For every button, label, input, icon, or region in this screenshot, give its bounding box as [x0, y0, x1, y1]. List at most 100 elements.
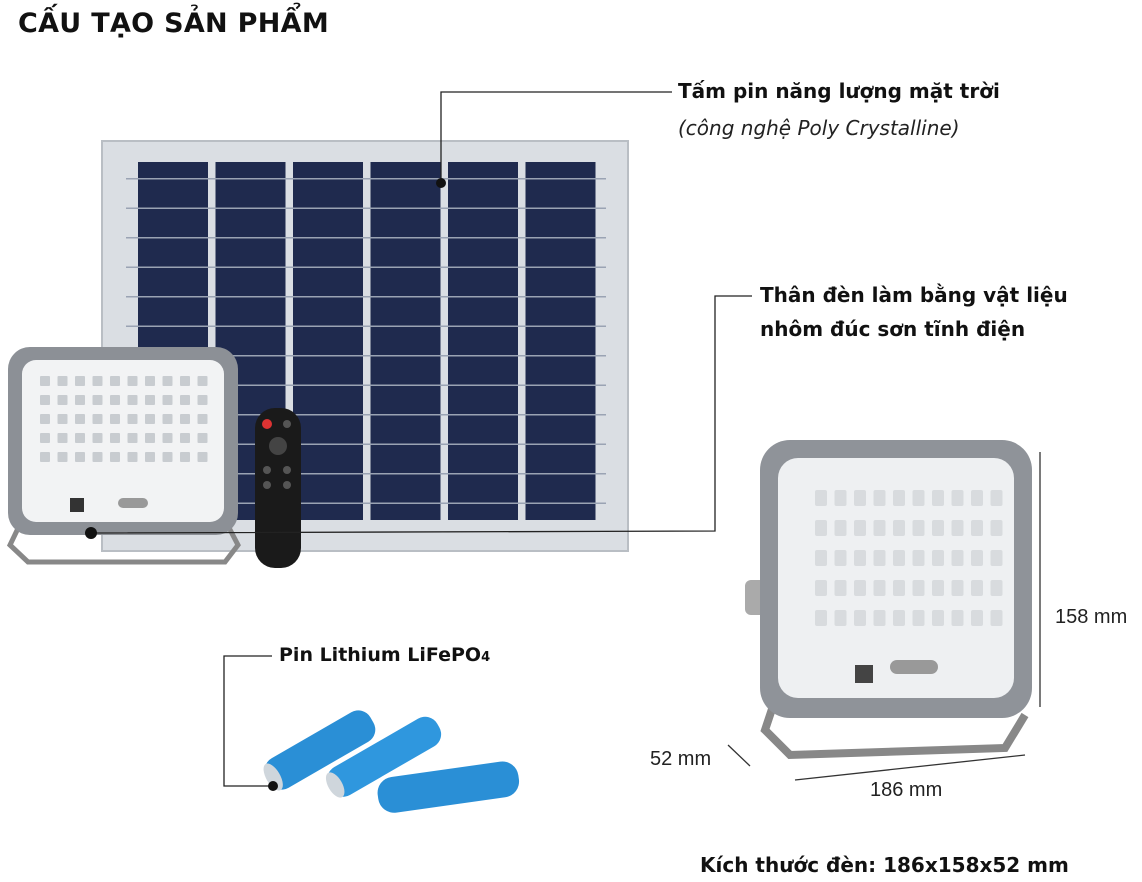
small-floodlight-image: [6, 347, 241, 565]
led: [197, 433, 208, 443]
panel-wire: [126, 296, 606, 298]
panel-wire: [126, 178, 606, 180]
led: [75, 395, 85, 405]
led: [893, 490, 905, 506]
led: [162, 376, 173, 386]
led: [127, 433, 138, 443]
led: [893, 520, 905, 536]
panel-wire: [126, 266, 606, 268]
body-label-line1: Thân đèn làm bằng vật liệu: [760, 283, 1068, 307]
led: [92, 452, 103, 462]
led: [110, 452, 120, 462]
led: [932, 490, 944, 506]
led: [110, 433, 120, 443]
led: [75, 433, 85, 443]
led: [180, 395, 190, 405]
led: [971, 520, 983, 536]
led: [92, 433, 103, 443]
remote-control-image: [255, 408, 301, 568]
led: [145, 376, 155, 386]
width-dimension: 186 mm: [870, 779, 943, 801]
callout-dot: [85, 527, 97, 539]
led: [145, 452, 155, 462]
led: [110, 414, 120, 424]
body-label-line2: nhôm đúc sơn tĩnh điện: [760, 317, 1026, 341]
solar-panel-sublabel: (công nghệ Poly Crystalline): [678, 116, 960, 140]
panel-wire: [126, 502, 606, 504]
led: [40, 376, 50, 386]
led: [951, 580, 964, 596]
led: [951, 550, 964, 566]
led: [990, 520, 1003, 536]
led: [110, 376, 120, 386]
led: [180, 414, 190, 424]
led: [197, 414, 208, 424]
led: [57, 452, 68, 462]
led: [834, 610, 847, 626]
led: [40, 433, 50, 443]
led: [75, 414, 85, 424]
led: [893, 580, 905, 596]
panel-wire: [126, 473, 606, 475]
led: [912, 550, 925, 566]
led: [815, 610, 827, 626]
led: [873, 550, 886, 566]
led: [971, 610, 983, 626]
led: [834, 520, 847, 536]
led: [893, 610, 905, 626]
led: [197, 395, 208, 405]
callout-dot: [268, 781, 278, 791]
led: [932, 580, 944, 596]
led: [815, 550, 827, 566]
led: [110, 395, 120, 405]
led: [912, 610, 925, 626]
led: [854, 550, 866, 566]
led: [815, 580, 827, 596]
led: [854, 580, 866, 596]
led: [57, 414, 68, 424]
size-summary: Kích thước đèn: 186x158x52 mm: [700, 853, 1069, 877]
led: [990, 580, 1003, 596]
led: [990, 610, 1003, 626]
led: [92, 376, 103, 386]
led: [75, 376, 85, 386]
led: [932, 610, 944, 626]
led: [197, 452, 208, 462]
led: [854, 520, 866, 536]
callout-lines: [90, 91, 752, 787]
panel-wire: [126, 414, 606, 416]
led: [127, 395, 138, 405]
led: [40, 414, 50, 424]
battery-cells-image: [263, 710, 520, 813]
led: [92, 395, 103, 405]
led: [57, 433, 68, 443]
led: [145, 414, 155, 424]
led: [162, 452, 173, 462]
panel-wire: [126, 325, 606, 327]
led: [971, 490, 983, 506]
led: [932, 550, 944, 566]
panel-wire: [126, 384, 606, 386]
led: [57, 395, 68, 405]
led: [127, 376, 138, 386]
solar-panel-label: Tấm pin năng lượng mặt trời: [678, 79, 1000, 103]
panel-wire: [126, 207, 606, 209]
led: [873, 610, 886, 626]
led: [75, 452, 85, 462]
led: [873, 490, 886, 506]
led: [990, 550, 1003, 566]
led: [873, 520, 886, 536]
led: [127, 414, 138, 424]
height-dimension: 158 mm: [1055, 606, 1128, 628]
led: [971, 580, 983, 596]
led: [162, 395, 173, 405]
callout-dot: [436, 178, 446, 188]
solar-cell-column: [370, 162, 441, 520]
led: [834, 550, 847, 566]
panel-wire: [126, 237, 606, 239]
led: [815, 490, 827, 506]
led: [162, 433, 173, 443]
led: [971, 550, 983, 566]
led: [145, 433, 155, 443]
led: [57, 376, 68, 386]
